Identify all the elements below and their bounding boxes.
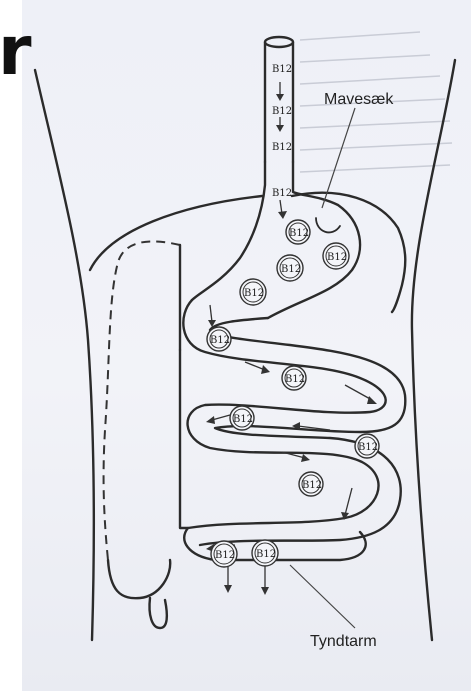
b12-token: B12 (358, 442, 378, 453)
b12-token: B12 (210, 335, 230, 346)
b12-token: B12 (302, 480, 322, 491)
body-outline-right (412, 60, 455, 640)
b12-token: B12 (272, 188, 292, 199)
b12-token: B12 (244, 288, 264, 299)
small-intestine-exit (180, 350, 188, 528)
small-intestine-inner (200, 318, 405, 545)
intrinsic-factor-shape (316, 218, 340, 232)
b12-token: B12 (327, 252, 347, 263)
stomach-label: Mavesæk (324, 91, 394, 108)
b12-token: B12 (272, 64, 292, 75)
b12-token: B12 (281, 264, 301, 275)
colon-dashed-outline (104, 241, 180, 560)
colon-lower (108, 245, 180, 598)
b12-token: B12 (285, 374, 305, 385)
b12-token: B12 (272, 106, 292, 117)
body-outline-left (35, 70, 94, 640)
b12-token: B12 (215, 550, 235, 561)
b12-token: B12 (256, 549, 276, 560)
stomach-outline (192, 162, 360, 318)
intestine-leader-line (290, 565, 355, 628)
b12-token: B12 (272, 142, 292, 153)
b12-token: B12 (233, 414, 253, 425)
b12-token: B12 (289, 228, 309, 239)
appendix (149, 598, 166, 628)
small-intestine-label: Tyndtarm (310, 633, 377, 650)
